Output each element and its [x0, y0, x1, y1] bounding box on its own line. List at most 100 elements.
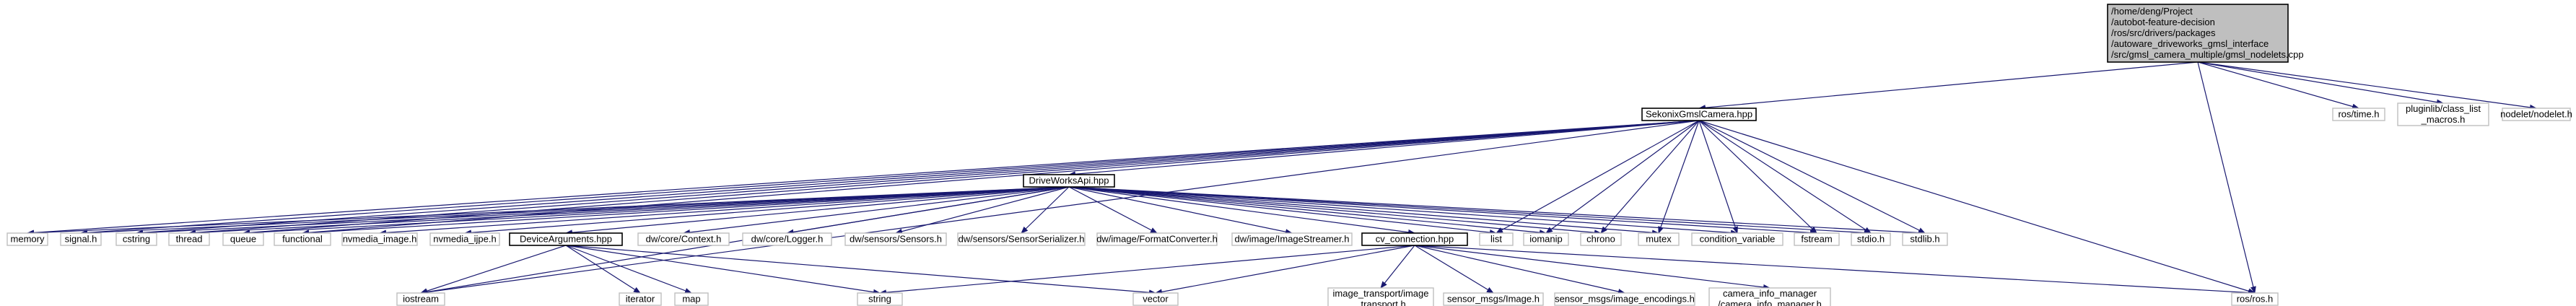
edge-line — [1380, 245, 1415, 289]
node-pluginlib[interactable]: pluginlib/class_list_macros.h — [2397, 102, 2489, 126]
node-cstring[interactable]: cstring — [115, 232, 157, 246]
node-thread[interactable]: thread — [168, 232, 210, 246]
edge-line — [1698, 61, 2199, 111]
node-label: DriveWorksApi.hpp — [1029, 175, 1109, 186]
node-mutex[interactable]: mutex — [1638, 232, 1680, 246]
node-box — [1443, 292, 1544, 306]
node-stdlib[interactable]: stdlib.h — [1902, 232, 1948, 246]
node-label: iomanip — [1529, 234, 1563, 245]
node-signal[interactable]: signal.h — [60, 232, 102, 246]
node-box — [1708, 287, 1831, 306]
node-serializer[interactable]: dw/sensors/SensorSerializer.h — [957, 232, 1086, 246]
edge-line — [1698, 120, 2256, 294]
edge-devargs-to-string — [565, 245, 881, 295]
node-encodings[interactable]: sensor_msgs/image_encodings.h — [1554, 292, 1695, 306]
node-imgtransport[interactable]: image_transport/image_transport.h — [1327, 287, 1434, 306]
node-map[interactable]: map — [674, 292, 709, 306]
node-context[interactable]: dw/core/Context.h — [637, 232, 730, 246]
node-sensors[interactable]: dw/sensors/Sensors.h — [844, 232, 947, 246]
edge-line — [1698, 120, 1738, 234]
node-label: cstring — [123, 234, 150, 245]
node-layer: /home/deng/Project/autobot-feature-decis… — [6, 4, 2572, 306]
edge-root-to-rosh — [2197, 61, 2256, 294]
edge-sekonix-to-thread — [188, 120, 1700, 236]
node-condvar[interactable]: condition_variable — [1691, 232, 1783, 246]
edge-driveworks-to-cvconn — [1068, 186, 1415, 235]
edge-line — [1698, 120, 1817, 234]
node-label: thread — [176, 234, 203, 245]
node-box — [396, 292, 445, 306]
node-list[interactable]: list — [1479, 232, 1514, 246]
edge-line — [27, 120, 1700, 236]
node-nvimage[interactable]: nvmedia_image.h — [341, 232, 418, 246]
node-label: /autobot-feature-decision — [2111, 17, 2215, 27]
node-sekonix[interactable]: SekonixGmslCamera.hpp — [1641, 108, 1757, 121]
edge-line — [1068, 186, 1659, 236]
node-label: sensor_msgs/image_encodings.h — [1555, 294, 1695, 305]
edge-line — [136, 186, 1070, 236]
node-rostime[interactable]: ros/time.h — [2332, 108, 2385, 121]
edge-devargs-to-iterator — [565, 245, 641, 294]
node-label: image_transport/image — [1333, 288, 1429, 299]
node-fstream[interactable]: fstream — [1794, 232, 1840, 246]
node-box — [2332, 108, 2385, 121]
node-nvijpe[interactable]: nvmedia_ijpe.h — [429, 232, 500, 246]
node-caminfo[interactable]: camera_info_manager/camera_info_manager.… — [1708, 287, 1831, 306]
node-devargs[interactable]: DeviceArguments.hpp — [509, 232, 623, 246]
edge-driveworks-to-stdlib — [1068, 186, 1926, 236]
node-label: condition_variable — [1700, 234, 1776, 245]
node-label: DeviceArguments.hpp — [520, 234, 612, 245]
edge-line — [1658, 120, 1700, 234]
edge-cvconn-to-string — [879, 245, 1415, 296]
node-functional[interactable]: functional — [274, 232, 331, 246]
node-logger[interactable]: dw/core/Logger.h — [742, 232, 832, 246]
node-label: _macros.h — [2421, 114, 2466, 125]
node-iostream[interactable]: iostream — [396, 292, 445, 306]
node-box — [1902, 232, 1948, 246]
node-iterator[interactable]: iterator — [619, 292, 662, 306]
node-box — [957, 232, 1086, 246]
node-label: /ros/src/drivers/packages — [2111, 27, 2216, 38]
node-label: nodelet/nodelet.h — [2500, 109, 2572, 120]
node-box — [857, 292, 903, 306]
node-label: memory — [11, 234, 45, 245]
edge-line — [895, 186, 1070, 235]
edge-sekonix-to-chrono — [1600, 120, 1700, 234]
edge-cvconn-to-caminfo — [1414, 245, 1771, 290]
node-memory[interactable]: memory — [6, 232, 48, 246]
edge-line — [1068, 186, 1158, 234]
node-box — [341, 232, 418, 246]
edge-line — [1600, 120, 1700, 234]
edge-driveworks-to-context — [683, 186, 1070, 235]
edge-driveworks-to-nvimage — [379, 186, 1070, 236]
node-label: iostream — [403, 294, 439, 305]
node-stdio[interactable]: stdio.h — [1851, 232, 1891, 246]
edge-driveworks-to-formatconv — [1068, 186, 1158, 234]
node-cvconn[interactable]: cv_connection.hpp — [1361, 232, 1468, 246]
node-iomanip[interactable]: iomanip — [1523, 232, 1569, 246]
edge-driveworks-to-fstream — [1068, 186, 1817, 236]
node-box — [2397, 102, 2489, 126]
node-chrono[interactable]: chrono — [1580, 232, 1622, 246]
node-box — [168, 232, 210, 246]
node-formatconv[interactable]: dw/image/FormatConverter.h — [1096, 232, 1218, 246]
node-sensormsgs[interactable]: sensor_msgs/Image.h — [1443, 292, 1544, 306]
edge-driveworks-to-serializer — [1021, 186, 1070, 234]
node-label: fstream — [1801, 234, 1832, 245]
edge-line — [683, 186, 1070, 235]
node-queue[interactable]: queue — [222, 232, 264, 246]
node-box — [637, 232, 730, 246]
node-streamer[interactable]: dw/image/ImageStreamer.h — [1231, 232, 1353, 246]
node-root: /home/deng/Project/autobot-feature-decis… — [2107, 4, 2304, 63]
edge-driveworks-to-thread — [188, 186, 1070, 236]
edge-line — [1068, 186, 1415, 235]
node-box — [2107, 4, 2289, 63]
node-driveworks[interactable]: DriveWorksApi.hpp — [1023, 174, 1115, 188]
node-rosh[interactable]: ros/ros.h — [2231, 292, 2279, 306]
node-box — [429, 232, 500, 246]
node-vector[interactable]: vector — [1132, 292, 1179, 306]
node-box — [1638, 232, 1680, 246]
node-nodelet[interactable]: nodelet/nodelet.h — [2500, 108, 2572, 121]
node-string[interactable]: string — [857, 292, 903, 306]
node-box — [2502, 108, 2571, 121]
